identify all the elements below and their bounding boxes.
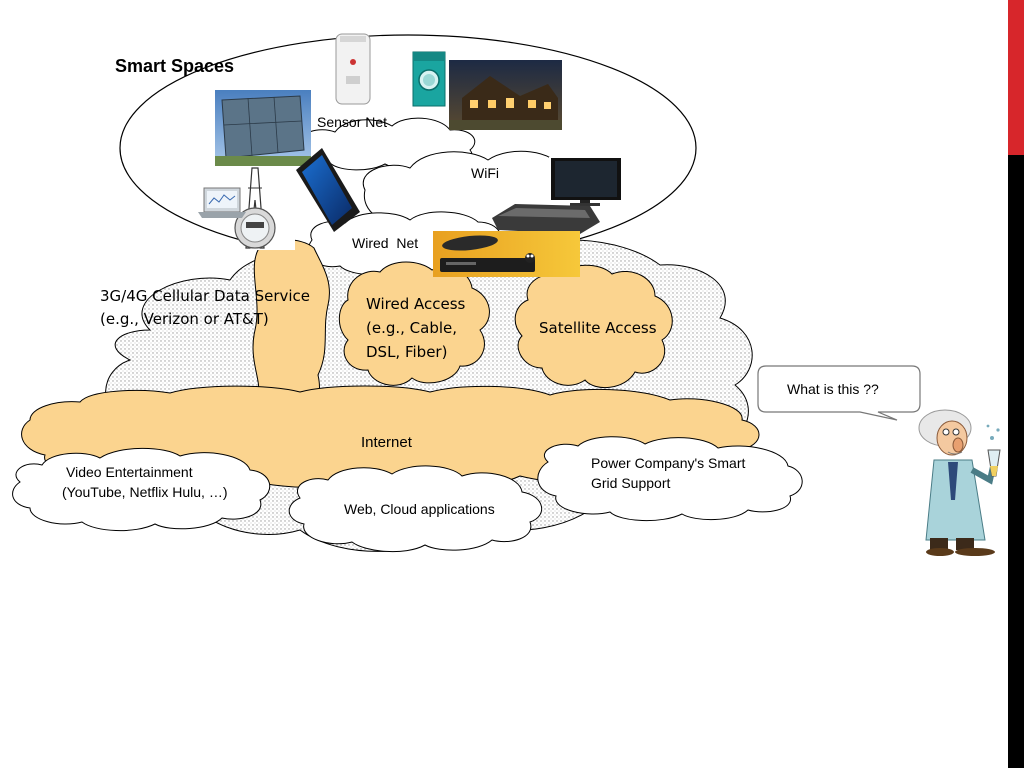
accent-bar-black	[1008, 155, 1024, 768]
satellite-access-label: Satellite Access	[539, 319, 657, 337]
callout-bubble	[757, 365, 921, 421]
power-label: Power Company's Smart Grid Support	[591, 453, 745, 493]
power-label-line2: Grid Support	[591, 475, 671, 491]
internet-label: Internet	[361, 434, 412, 451]
wired-access-label: Wired Access (e.g., Cable, DSL, Fiber)	[366, 292, 465, 364]
wired-access-cloud	[338, 261, 490, 386]
smart-spaces-label: Smart Spaces	[115, 56, 235, 76]
video-label-line1: Video Entertainment	[66, 464, 193, 480]
video-label: Video Entertainment (YouTube, Netflix Hu…	[62, 462, 227, 502]
cellular-label: 3G/4G Cellular Data Service (e.g., Veriz…	[100, 285, 310, 331]
video-cloud	[12, 447, 271, 532]
callout-text: What is this ??	[787, 381, 879, 397]
web-cloud-label: Web, Cloud applications	[344, 501, 495, 517]
video-label-line2: (YouTube, Netflix Hulu, …)	[62, 484, 228, 500]
power-meter-icon	[234, 166, 295, 250]
cellular-label-line1: 3G/4G Cellular Data Service	[100, 287, 311, 305]
accent-bar-red	[1008, 0, 1024, 155]
laptop-icon	[198, 187, 246, 218]
house-photo	[449, 60, 562, 130]
cellular-label-line2: (e.g., Verizon or AT&T)	[100, 310, 269, 328]
wired-access-line1: Wired Access	[366, 295, 466, 313]
power-cloud	[537, 436, 803, 522]
power-label-line1: Power Company's Smart	[591, 455, 746, 471]
wifi-router-icon	[492, 204, 600, 234]
smartphone-icon	[296, 148, 360, 232]
tv-icon	[549, 157, 622, 207]
wired-net-label: Wired Net	[352, 235, 419, 251]
sensor-net-label: Sensor Net	[317, 114, 388, 130]
wifi-label: WiFi	[471, 165, 499, 181]
set-top-box-photo	[433, 231, 580, 277]
washing-machine-icon	[412, 51, 446, 107]
scientist-cartoon	[918, 409, 1001, 556]
web-cloud	[288, 465, 542, 553]
solar-panel-photo	[215, 90, 311, 166]
satellite-access-cloud	[514, 264, 673, 389]
wired-access-line2: (e.g., Cable,	[366, 319, 458, 337]
water-heater-icon	[335, 33, 371, 105]
wired-access-line3: DSL, Fiber)	[366, 343, 448, 361]
